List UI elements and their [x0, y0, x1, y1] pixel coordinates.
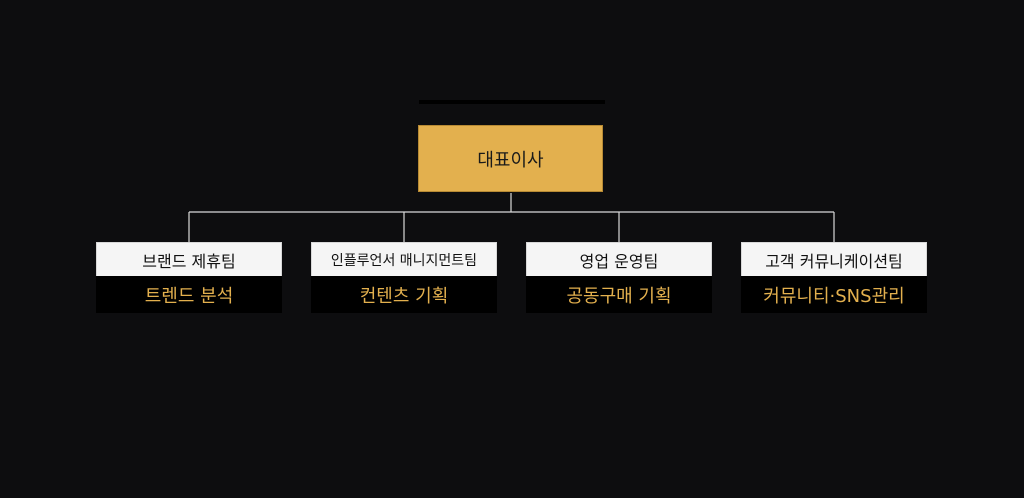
ceo-node: 대표이사: [418, 125, 603, 192]
team-task: 컨텐츠 기획: [311, 276, 497, 313]
top-divider-bar: [419, 100, 605, 104]
team-name: 고객 커뮤니케이션팀: [741, 242, 927, 276]
team-task: 트렌드 분석: [96, 276, 282, 313]
team-name: 인플루언서 매니지먼트팀: [311, 242, 497, 276]
team-name: 브랜드 제휴팀: [96, 242, 282, 276]
team-task: 커뮤니티·SNS관리: [741, 276, 927, 313]
ceo-label: 대표이사: [477, 149, 544, 171]
team-node-brand-partnership: 브랜드 제휴팀 트렌드 분석: [96, 242, 282, 313]
team-node-influencer-management: 인플루언서 매니지먼트팀 컨텐츠 기획: [311, 242, 497, 313]
team-name: 영업 운영팀: [526, 242, 712, 276]
team-node-sales-operations: 영업 운영팀 공동구매 기획: [526, 242, 712, 313]
team-node-customer-communication: 고객 커뮤니케이션팀 커뮤니티·SNS관리: [741, 242, 927, 313]
team-task: 공동구매 기획: [526, 276, 712, 313]
